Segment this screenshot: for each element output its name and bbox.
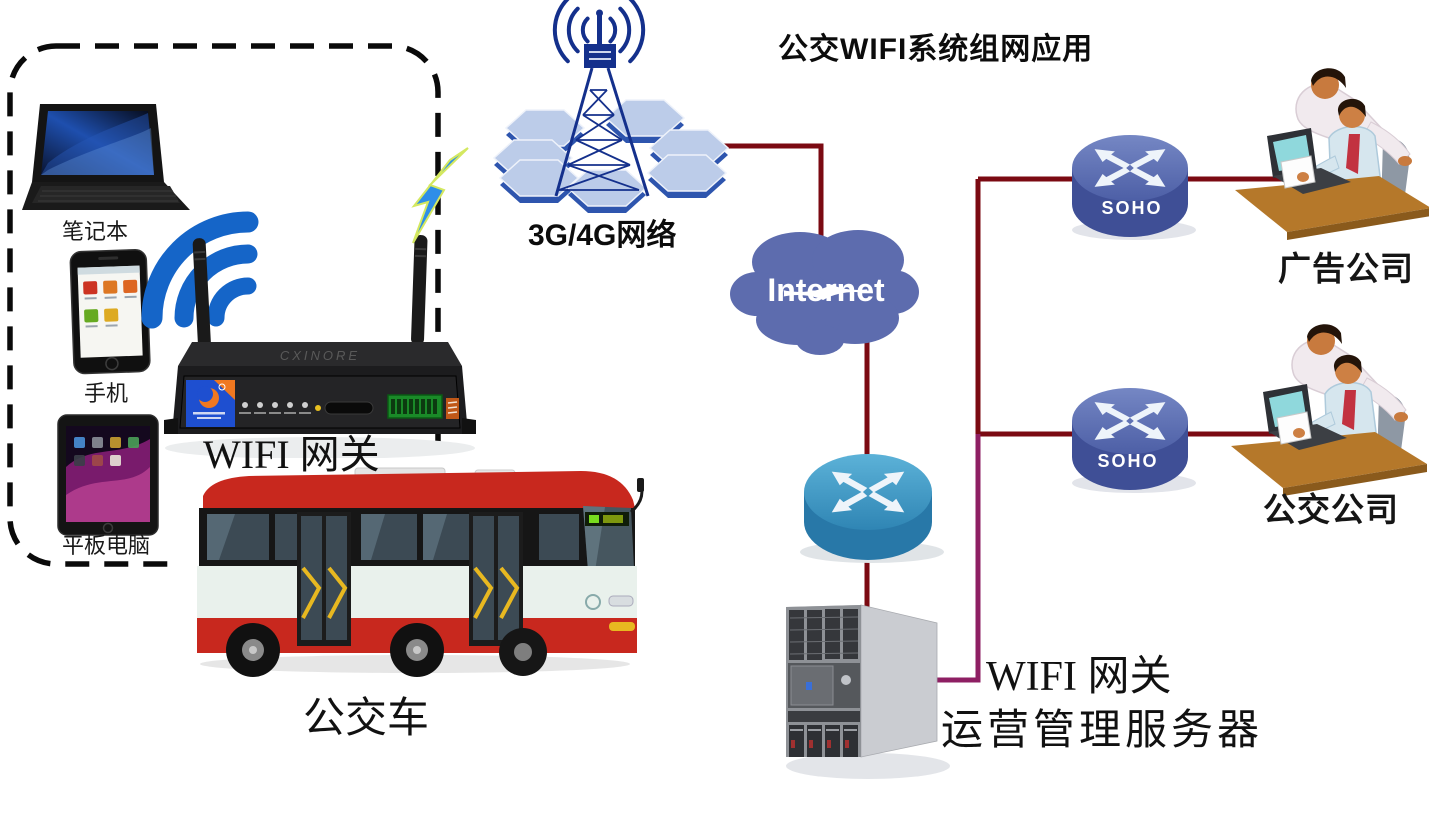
tablet-label: 平板电脑 — [62, 533, 151, 558]
bus-image — [178, 458, 645, 690]
line-trunk-server-elbow — [930, 434, 981, 683]
internet-cloud-icon — [730, 230, 919, 355]
laptop-icon — [22, 104, 190, 210]
laptop-label: 笔记本 — [62, 219, 129, 244]
bus-company-people-icon — [1230, 323, 1428, 497]
soho-router-top-icon — [1072, 135, 1196, 240]
server-label-line2: 运营管理服务器 — [941, 708, 1264, 754]
internet-label: Internet — [767, 272, 885, 308]
bus-company-label: 公交公司 — [1263, 491, 1399, 528]
tablet-icon — [57, 414, 159, 536]
soho-router-bottom-icon — [1072, 388, 1196, 493]
ad-company-people-icon — [1234, 67, 1429, 241]
router-brand-text: CXINORE — [280, 348, 360, 363]
phone-icon — [69, 248, 151, 375]
core-router-icon — [800, 454, 944, 563]
network-3g4g-label: 3G/4G网络 — [528, 219, 677, 252]
server-icon — [786, 604, 950, 779]
bus-label: 公交车 — [303, 696, 430, 742]
lightning-icon — [411, 147, 469, 244]
page-title: 公交WIFI系统组网应用 — [778, 33, 1094, 66]
soho-label-bottom: SOHO — [1097, 451, 1159, 471]
wifi-gateway-label: WIFI 网关 — [203, 432, 380, 477]
connection-lines — [723, 143, 1330, 683]
line-tower-internet — [723, 143, 824, 242]
server-label-line1: WIFI 网关 — [986, 654, 1172, 700]
soho-label-top: SOHO — [1101, 198, 1163, 218]
phone-label: 手机 — [84, 381, 129, 406]
ad-company-label: 广告公司 — [1278, 250, 1414, 287]
wifi-gateway-icon: CXINORE — [164, 235, 476, 459]
